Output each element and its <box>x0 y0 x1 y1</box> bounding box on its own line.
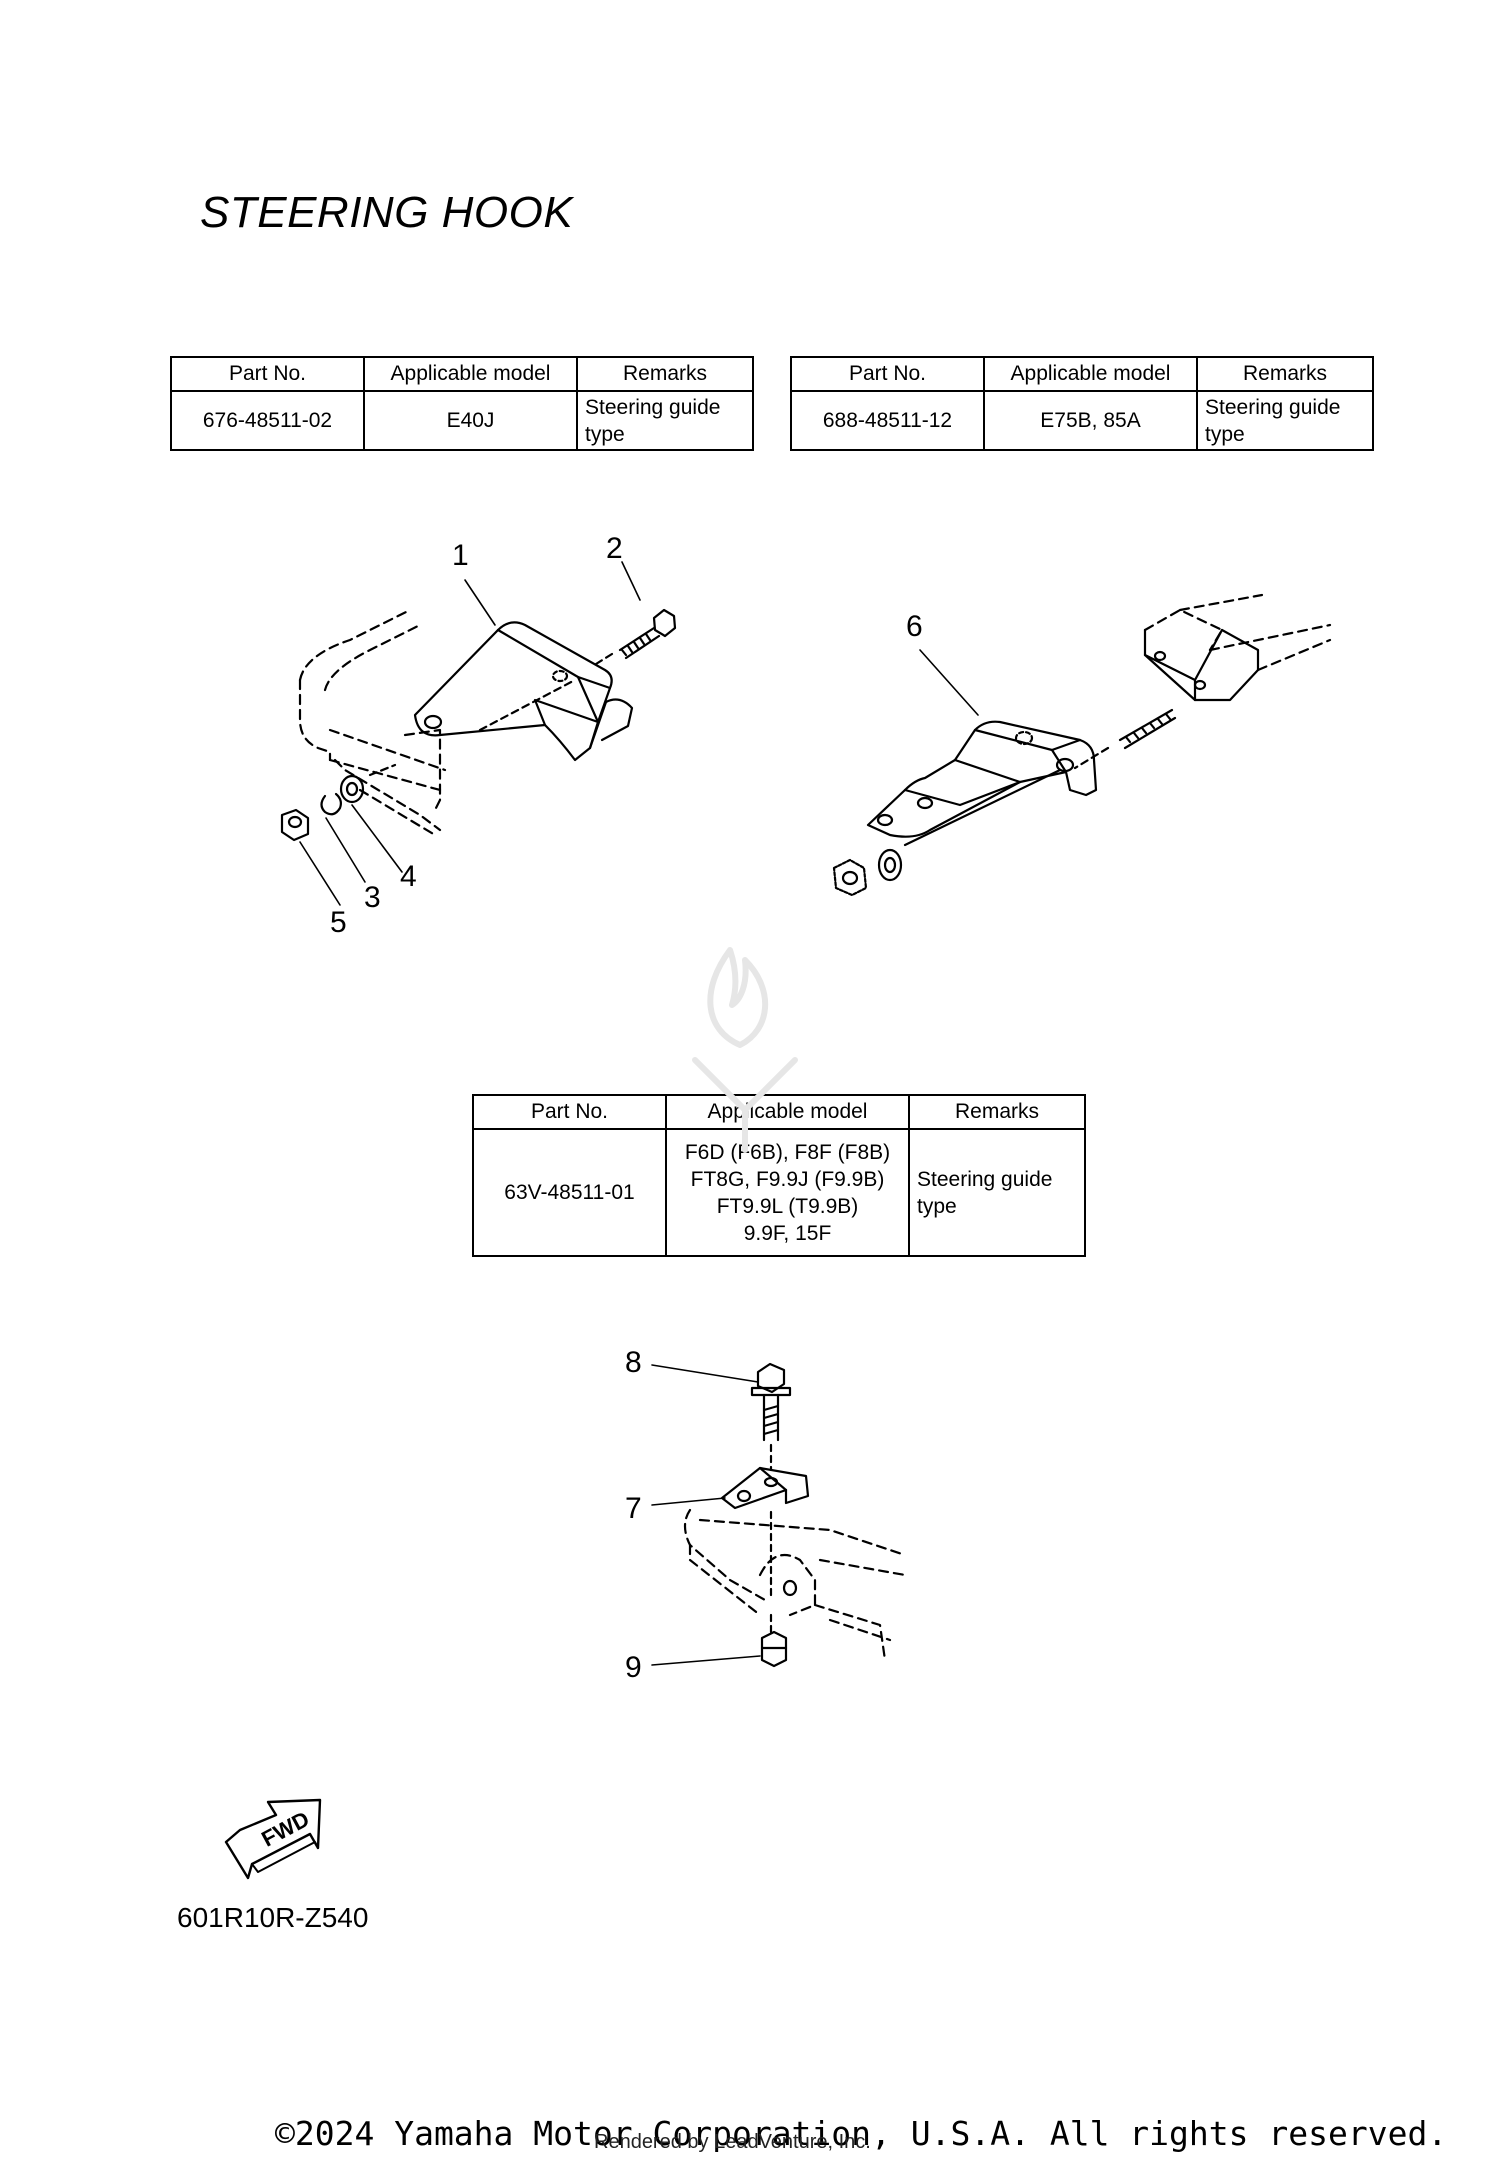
callout-8: 8 <box>625 1346 642 1379</box>
model-cell: E40J <box>363 390 578 451</box>
remarks-cell: Steering guide type <box>908 1128 1086 1257</box>
header-remarks: Remarks <box>1196 356 1374 392</box>
flame-logo-icon <box>692 947 798 1153</box>
callout-3: 3 <box>364 881 381 914</box>
header-applicable-model: Applicable model <box>363 356 578 392</box>
callout-9: 9 <box>625 1651 642 1684</box>
header-part-no: Part No. <box>170 356 365 392</box>
fwd-arrow-icon: FWD <box>224 1798 322 1880</box>
header-part-no: Part No. <box>790 356 985 392</box>
model-cell: F6D (F6B), F8F (F8B) FT8G, F9.9J (F9.9B)… <box>665 1128 910 1257</box>
table-row: 688-48511-12 E75B, 85A Steering guide ty… <box>790 390 1374 451</box>
callout-4: 4 <box>400 860 417 893</box>
remarks-cell: Steering guide type <box>1196 390 1374 451</box>
table-row: 63V-48511-01 F6D (F6B), F8F (F8B) FT8G, … <box>472 1128 1086 1257</box>
model-line-4: 9.9F, 15F <box>743 1221 832 1245</box>
table-row: 676-48511-02 E40J Steering guide type <box>170 390 754 451</box>
header-applicable-model: Applicable model <box>983 356 1198 392</box>
header-remarks: Remarks <box>576 356 754 392</box>
model-line-1: F6D (F6B), F8F (F8B) <box>684 1140 891 1164</box>
model-cell: E75B, 85A <box>983 390 1198 451</box>
parts-table-3: Part No. Applicable model Remarks 63V-48… <box>472 1094 1086 1257</box>
remarks-line-2: type <box>1205 422 1245 446</box>
callout-2: 2 <box>606 532 623 565</box>
callout-5: 5 <box>330 906 347 939</box>
reference-code: 601R10R-Z540 <box>177 1902 369 1933</box>
callout-7: 7 <box>625 1492 642 1525</box>
page-title: STEERING HOOK <box>200 188 574 237</box>
parts-table-1: Part No. Applicable model Remarks 676-48… <box>170 356 754 451</box>
remarks-line-1: Steering guide <box>1205 395 1341 419</box>
callout-6: 6 <box>906 610 923 643</box>
part-no-cell: 63V-48511-01 <box>472 1128 667 1257</box>
remarks-cell: Steering guide type <box>576 390 754 451</box>
remarks-line-1: Steering guide <box>585 395 721 419</box>
rendered-by-notice: Rendered by LeadVenture, Inc. <box>594 2131 871 2153</box>
part-no-cell: 688-48511-12 <box>790 390 985 451</box>
assembly-b <box>832 593 1332 897</box>
assembly-a <box>280 561 677 906</box>
header-remarks: Remarks <box>908 1094 1086 1130</box>
header-part-no: Part No. <box>472 1094 667 1130</box>
fwd-label: FWD <box>257 1806 313 1852</box>
assembly-c <box>651 1362 907 1668</box>
remarks-line-1: Steering guide <box>917 1167 1053 1191</box>
part-no-cell: 676-48511-02 <box>170 390 365 451</box>
remarks-line-2: type <box>917 1194 957 1218</box>
model-line-3: FT9.9L (T9.9B) <box>716 1194 859 1218</box>
copyright-notice: ©2024 Yamaha Motor Corporation, U.S.A. A… <box>275 2114 1448 2153</box>
parts-table-2: Part No. Applicable model Remarks 688-48… <box>790 356 1374 451</box>
model-line-2: FT8G, F9.9J (F9.9B) <box>690 1167 885 1191</box>
remarks-line-2: type <box>585 422 625 446</box>
callout-1: 1 <box>452 539 469 572</box>
